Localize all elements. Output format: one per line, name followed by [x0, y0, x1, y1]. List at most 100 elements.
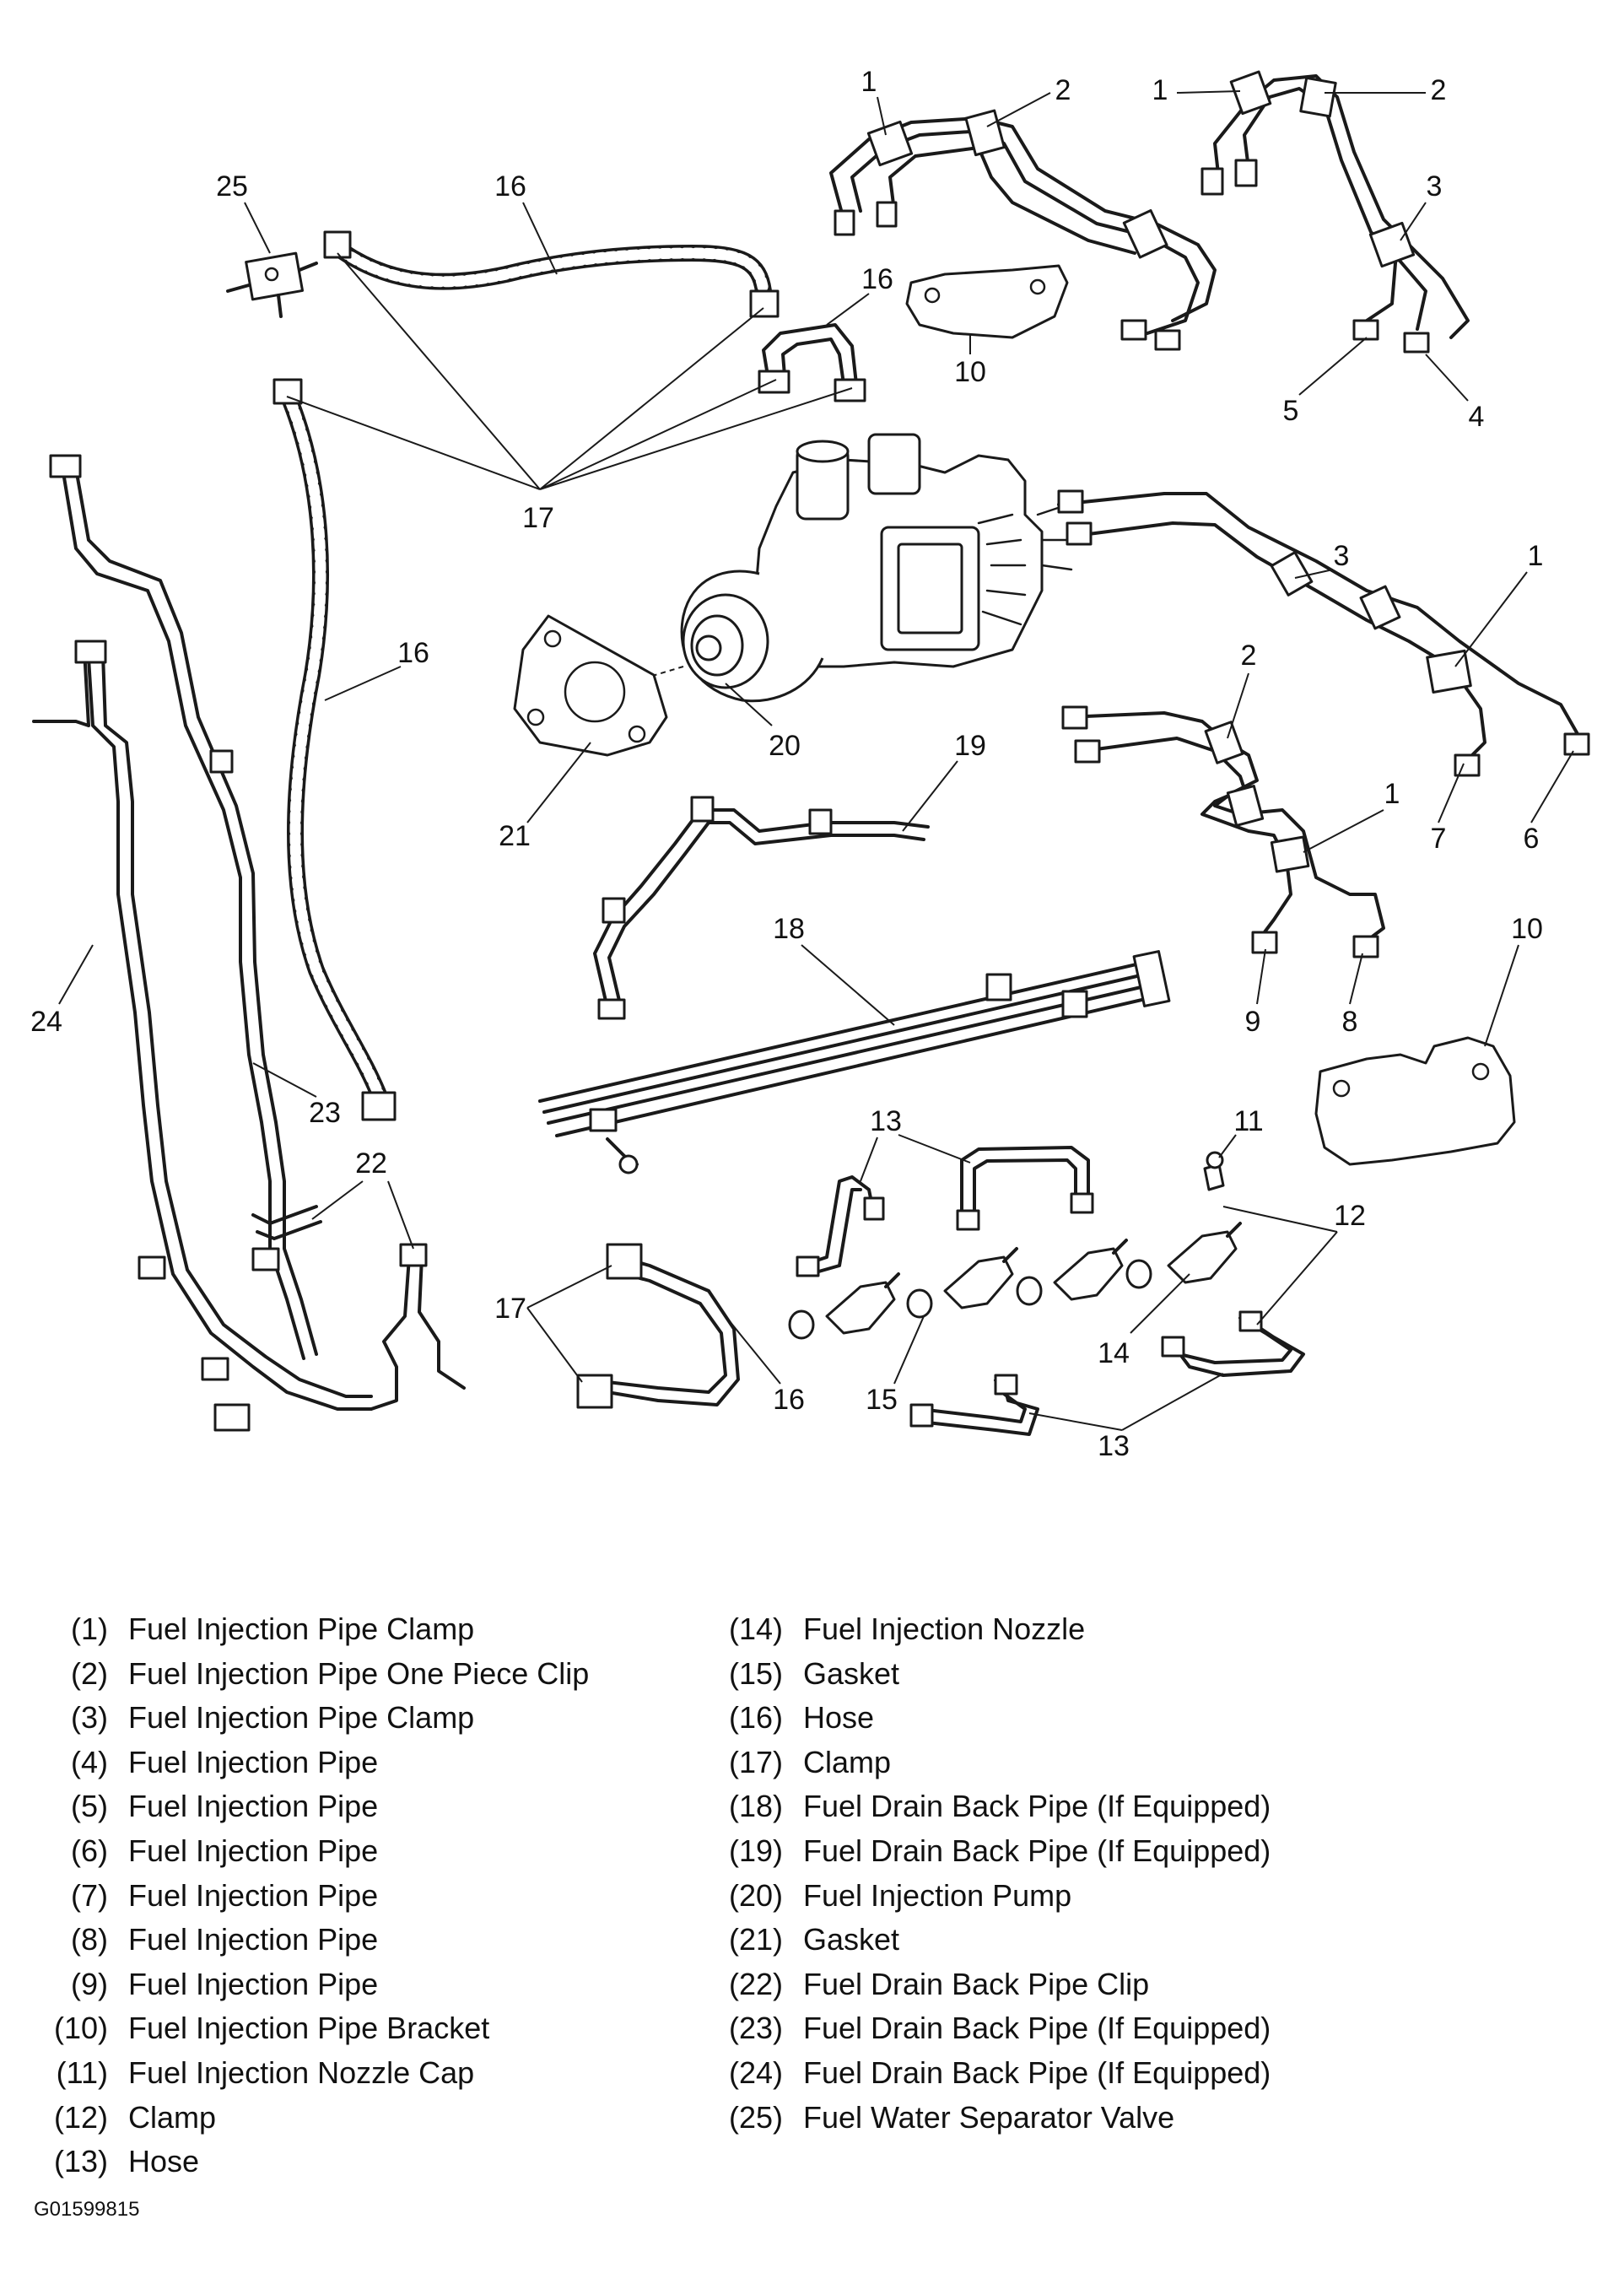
legend-label: Fuel Injection Pipe — [128, 1744, 379, 1779]
exploded-parts-diagram: 1 2 1 2 3 4 5 25 16 16 10 17 3 1 16 2 1 … — [30, 66, 1590, 1462]
callout-5: 5 — [1283, 395, 1299, 427]
legend-row: (21)Gasket — [700, 1918, 1459, 1963]
callout-4: 4 — [1469, 401, 1485, 433]
legend-label: Fuel Injection Pipe — [128, 1789, 379, 1824]
legend-label: Fuel Drain Back Pipe (If Equipped) — [803, 2011, 1271, 2046]
callout-1: 1 — [1152, 74, 1168, 106]
legend-row: (4) Fuel Injection Pipe — [25, 1741, 700, 1785]
callout-8: 8 — [1342, 1006, 1358, 1038]
injection-pipes-8-9 — [1061, 705, 1385, 958]
legend-number: (12) — [53, 2099, 108, 2135]
legend-label: Fuel Injection Pipe — [128, 1966, 379, 2001]
callout-15: 15 — [866, 1384, 898, 1416]
callout-22: 22 — [355, 1147, 387, 1180]
callout-17: 17 — [522, 502, 554, 534]
hose-16-top — [323, 230, 780, 318]
legend-row: (15)Gasket — [700, 1652, 1459, 1697]
callout-17: 17 — [494, 1293, 526, 1325]
callout-19: 19 — [954, 730, 986, 762]
legend-column-right: (14)Fuel Injection Nozzle (15)Gasket (16… — [700, 1607, 1459, 2140]
callout-2: 2 — [1431, 74, 1447, 106]
callout-16: 16 — [773, 1384, 805, 1416]
legend-number: (11) — [56, 2054, 108, 2090]
callout-1: 1 — [1528, 540, 1544, 572]
legend-number: (23) — [728, 2011, 783, 2046]
legend-number: (1) — [71, 1612, 108, 1646]
legend-number: (15) — [728, 1655, 783, 1691]
legend-number: (16) — [728, 1700, 783, 1736]
legend-row: (18)Fuel Drain Back Pipe (If Equipped) — [700, 1784, 1459, 1829]
legend-row: (20)Fuel Injection Pump — [700, 1874, 1459, 1919]
legend-number: (9) — [71, 1966, 108, 2001]
callout-10: 10 — [1511, 913, 1543, 945]
legend-row: (14)Fuel Injection Nozzle — [700, 1607, 1459, 1652]
callout-7: 7 — [1431, 823, 1447, 855]
legend-label: Fuel Drain Back Pipe Clip — [803, 1966, 1150, 2001]
legend-row: (23) Fuel Drain Back Pipe (If Equipped) — [700, 2006, 1459, 2051]
callout-3: 3 — [1334, 540, 1350, 572]
legend-row: (19)Fuel Drain Back Pipe (If Equipped) — [700, 1829, 1459, 1874]
legend-number: (13) — [53, 2144, 108, 2179]
legend-label: Fuel Injection Pipe One Piece Clip — [128, 1655, 590, 1691]
callout-13: 13 — [870, 1105, 902, 1137]
legend-label: Fuel Water Separator Valve — [803, 2099, 1175, 2135]
legend-row: (11)Fuel Injection Nozzle Cap — [25, 2051, 700, 2096]
callout-2: 2 — [1241, 640, 1257, 672]
callout-14: 14 — [1098, 1337, 1130, 1369]
callout-13: 13 — [1098, 1430, 1130, 1462]
fuel-water-separator-valve — [226, 251, 318, 318]
legend-label: Fuel Injection Nozzle — [803, 1612, 1086, 1646]
callout-16: 16 — [494, 170, 526, 202]
legend-row: (13) Hose — [25, 2140, 700, 2184]
drain-back-pipe-18 — [538, 950, 1171, 1174]
legend-number: (8) — [71, 1922, 108, 1957]
legend-label: Clamp — [128, 2099, 217, 2135]
callout-18: 18 — [773, 913, 805, 945]
legend-number: (24) — [728, 2054, 783, 2090]
hose-16-left — [272, 378, 397, 1121]
legend-row: (1) Fuel Injection Pipe Clamp — [25, 1607, 700, 1652]
legend-number: (19) — [728, 1833, 783, 1868]
callout-25: 25 — [216, 170, 248, 202]
legend-row: (2) Fuel Injection Pipe One Piece Clip — [25, 1652, 700, 1697]
legend-number: (3) — [71, 1700, 108, 1736]
legend-number: (25) — [728, 2099, 783, 2135]
legend-row: (10)Fuel Injection Pipe Bracket — [25, 2006, 700, 2051]
leader-lines — [58, 90, 1574, 1431]
callout-20: 20 — [769, 730, 801, 762]
callout-11: 11 — [1233, 1105, 1263, 1137]
callout-24: 24 — [30, 1006, 62, 1038]
parts-legend: (1) Fuel Injection Pipe Clamp (2) Fuel Inj… — [0, 1607, 1624, 2198]
pump-gasket-21 — [513, 614, 668, 757]
legend-number: (6) — [71, 1833, 108, 1868]
callout-1: 1 — [861, 66, 877, 98]
legend-row: (5)Fuel Injection Pipe — [25, 1784, 700, 1829]
callout-2: 2 — [1055, 74, 1071, 106]
callout-1: 1 — [1384, 778, 1400, 810]
drain-back-pipe-19 — [593, 796, 930, 1020]
legend-number: (2) — [71, 1655, 108, 1691]
legend-label: Fuel Injection Pipe Clamp — [128, 1700, 475, 1736]
injection-pump-20 — [640, 433, 1073, 703]
legend-number: (21) — [728, 1922, 783, 1957]
bracket-10-right — [1314, 1036, 1516, 1166]
callout-3: 3 — [1427, 170, 1443, 202]
legend-label: Fuel Injection Pipe Clamp — [128, 1612, 475, 1646]
legend-number: (18) — [728, 1789, 783, 1824]
figure-code: G01599815 — [34, 2198, 140, 2221]
legend-row: (17)Clamp — [700, 1741, 1459, 1785]
legend-label: Hose — [128, 2144, 200, 2179]
legend-label: Fuel Injection Pipe — [128, 1922, 379, 1957]
legend-number: (4) — [71, 1744, 108, 1779]
callout-21: 21 — [499, 820, 531, 852]
legend-number: (7) — [71, 1877, 108, 1913]
legend-label: Fuel Drain Back Pipe (If Equipped) — [803, 2054, 1271, 2090]
legend-row: (3) Fuel Injection Pipe Clamp — [25, 1696, 700, 1741]
callout-9: 9 — [1245, 1006, 1261, 1038]
legend-row: (22) Fuel Drain Back Pipe Clip — [700, 1963, 1459, 2007]
nozzle-cap-11 — [1203, 1151, 1225, 1191]
legend-label: Fuel Injection Pipe — [128, 1833, 379, 1868]
legend-number: (22) — [728, 1966, 783, 2001]
legend-row: (25) Fuel Water Separator Valve — [700, 2096, 1459, 2141]
legend-label: Clamp — [803, 1744, 892, 1779]
